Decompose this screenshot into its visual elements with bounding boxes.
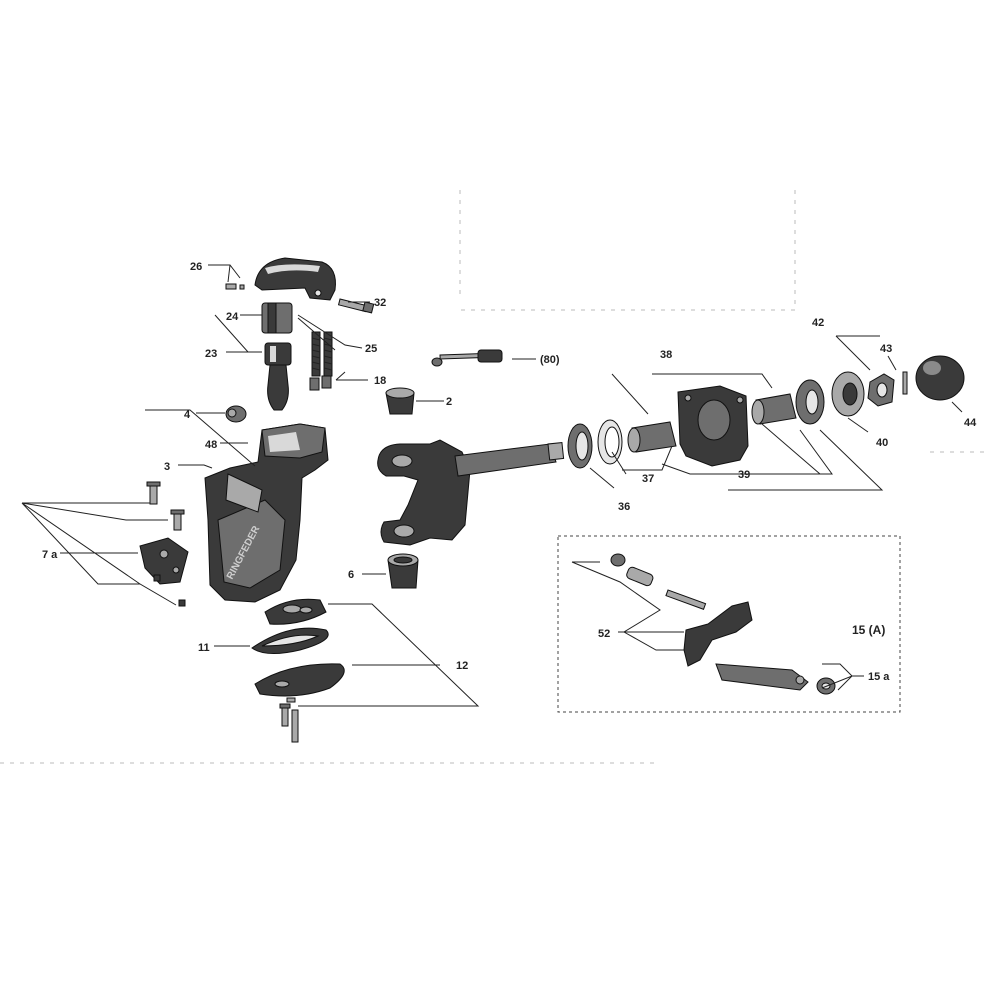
label-40: 40 [876,437,888,449]
part-2-bushing [385,387,415,415]
leader-lines [21,264,963,707]
part-36-washer [567,423,593,469]
part-40-washer [831,371,865,417]
inset-box-15A [557,535,901,713]
part-26-screw [225,283,245,290]
label-26: 26 [190,261,202,273]
part-32-bolt [337,298,375,314]
part-labels: 26 32 24 25 23 18 (80) 2 4 48 3 7 a 6 11… [42,261,977,683]
label-18: 18 [374,375,386,387]
part-7a-bracket [139,537,189,585]
part-drawbar-shaft [377,439,565,546]
part-7a-screws [146,481,186,607]
part-23-coupling-pin [264,342,292,411]
label-80: (80) [540,354,560,366]
part-11-ring [251,627,329,654]
label-15A: 15 (A) [852,623,885,637]
label-36: 36 [618,501,630,513]
part-39-sleeve-left [627,421,677,453]
label-25: 25 [365,343,377,355]
label-6: 6 [348,569,354,581]
label-42: 42 [812,317,824,329]
part-42-washer [795,379,825,425]
part-12-top-plate [264,598,327,625]
part-38-block [677,385,749,467]
part-39-sleeve-right [751,393,797,425]
part-26-top-cover [254,257,336,301]
part-6-bushing [387,553,419,589]
label-3: 3 [164,461,170,473]
background-ghost-lines [0,190,990,764]
label-4: 4 [184,409,191,421]
label-32: 32 [374,297,386,309]
label-39: 39 [738,469,750,481]
part-nut [867,373,895,407]
part-37-ring [597,419,623,465]
label-23: 23 [205,348,217,360]
part-24-sleeve [261,302,293,334]
label-11: 11 [198,642,210,654]
part-43-pin [902,371,908,395]
part-18-pins [309,375,332,391]
label-15a: 15 a [868,671,890,683]
part-52-parts [610,553,707,610]
label-2: 2 [446,396,452,408]
label-38: 38 [660,349,672,361]
part-4-plug [225,405,247,423]
label-37: 37 [642,473,654,485]
label-12: 12 [456,660,468,672]
label-44: 44 [964,417,977,429]
part-80-rod [431,349,503,367]
part-15A-lever [683,601,809,691]
label-52: 52 [598,628,610,640]
part-12-bolts [279,697,299,743]
label-24: 24 [226,311,239,323]
label-48: 48 [205,439,217,451]
label-43: 43 [880,343,892,355]
part-3-main-housing [204,423,329,603]
part-44-cap [915,355,965,401]
label-7a: 7 a [42,549,58,561]
part-12-bottom-plate [254,663,345,697]
